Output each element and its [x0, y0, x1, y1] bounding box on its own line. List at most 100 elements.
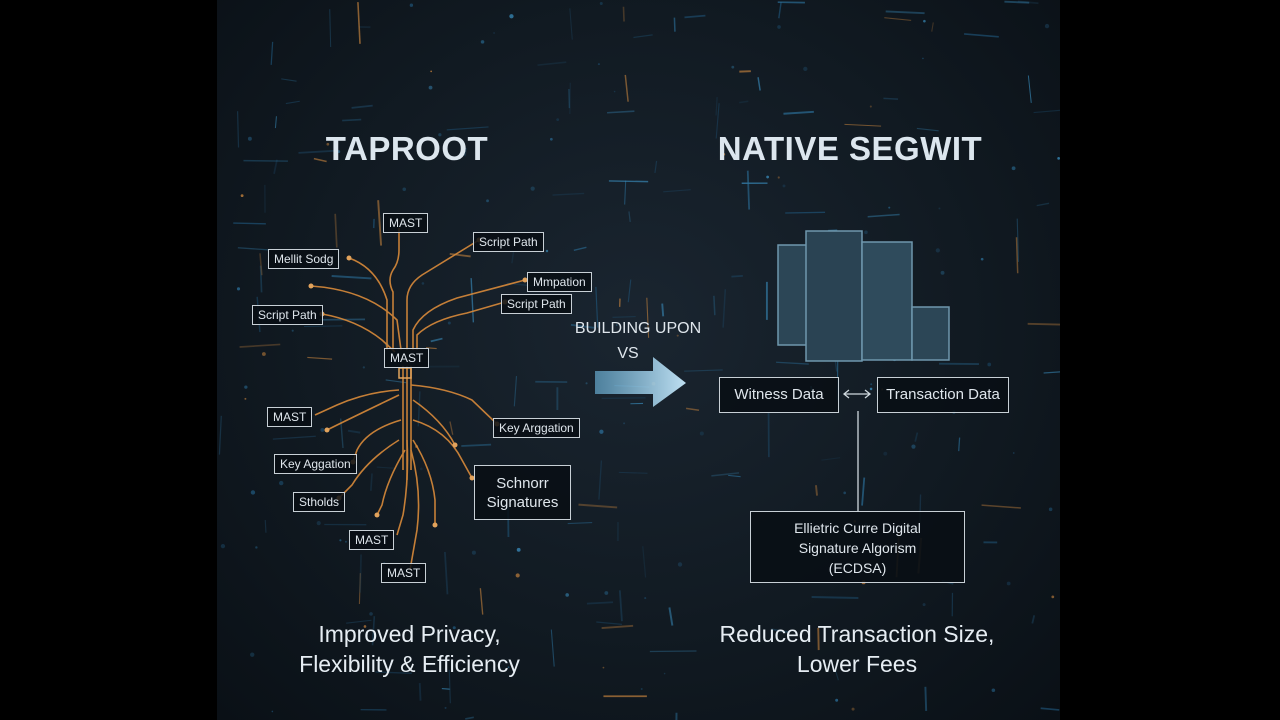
circuit-trace — [237, 247, 270, 251]
circuit-trace — [722, 289, 727, 328]
circuit-node — [402, 187, 407, 192]
circuit-node — [447, 321, 451, 325]
label-mast-low2: MAST — [381, 563, 427, 583]
circuit-trace — [304, 325, 343, 327]
circuit-node — [987, 362, 992, 367]
circuit-node — [493, 32, 495, 34]
circuit-node — [676, 334, 679, 337]
circuit-node — [344, 540, 347, 543]
vs-text: VS — [617, 345, 639, 362]
circuit-node — [585, 382, 588, 385]
circuit-trace — [612, 315, 636, 319]
taproot-caption-line1: Improved Privacy, — [318, 621, 501, 647]
circuit-trace — [513, 376, 518, 407]
segwit-caption-line1: Reduced Transaction Size, — [719, 621, 995, 647]
circuit-node — [320, 427, 325, 432]
circuit-node — [428, 85, 433, 90]
circuit-trace — [449, 421, 454, 435]
circuit-trace — [981, 504, 1021, 509]
circuit-node — [777, 176, 780, 179]
schnorr-line2: Signatures — [486, 494, 559, 511]
circuit-trace — [861, 477, 866, 506]
circuit-trace — [446, 126, 489, 131]
circuit-node — [261, 352, 266, 356]
circuit-trace — [628, 211, 631, 223]
label-stholds: Stholds — [293, 492, 346, 512]
circuit-trace — [259, 253, 263, 276]
schnorr-signatures-box: Schnorr Signatures — [474, 465, 571, 520]
circuit-trace — [342, 118, 362, 122]
circuit-trace — [270, 41, 274, 65]
circuit-trace — [924, 686, 928, 711]
circuit-trace — [916, 127, 939, 132]
circuit-trace — [417, 391, 421, 427]
segwit-caption-line2: Lower Fees — [796, 651, 918, 677]
circuit-node — [888, 206, 891, 209]
circuit-node — [452, 626, 456, 630]
label-mast-top: MAST — [383, 213, 429, 233]
circuit-node — [1057, 157, 1060, 160]
circuit-node — [1044, 23, 1050, 29]
circuit-trace — [622, 6, 625, 22]
circuit-trace — [608, 180, 649, 183]
label-key-aggregation-left: Key Aggation — [274, 454, 357, 474]
circuit-trace — [711, 472, 740, 477]
circuit-node — [980, 257, 984, 261]
circuit-node — [255, 546, 258, 549]
circuit-trace — [885, 10, 925, 15]
circuit-trace — [444, 551, 449, 595]
ecdsa-box: Ellietric Curre Digital Signature Algori… — [750, 511, 965, 583]
circuit-trace — [618, 590, 623, 622]
circuit-node — [271, 710, 274, 713]
circuit-trace — [746, 170, 751, 210]
circuit-trace — [821, 457, 841, 461]
circuit-trace — [359, 554, 362, 593]
circuit-trace — [313, 157, 327, 163]
circuit-trace — [470, 278, 475, 323]
circuit-node — [782, 184, 786, 188]
circuit-trace — [731, 275, 743, 278]
circuit-node — [486, 199, 489, 203]
circuit-trace — [931, 22, 934, 32]
circuit-node — [935, 248, 940, 253]
circuit-node — [530, 186, 535, 191]
circuit-trace — [569, 8, 573, 40]
circuit-trace — [1031, 615, 1036, 624]
circuit-trace — [273, 159, 278, 174]
circuit-trace — [358, 573, 361, 605]
circuit-trace — [430, 337, 443, 343]
circuit-trace — [1027, 75, 1032, 103]
circuit-node — [565, 593, 569, 597]
circuit-node — [244, 397, 247, 400]
circuit-trace — [596, 621, 622, 625]
circuit-node — [409, 3, 414, 7]
circuit-trace — [601, 624, 634, 630]
infographic-canvas: TAPROOT NATIVE SEGWIT MAST Script Path M… — [217, 0, 1060, 720]
circuit-trace — [1036, 202, 1050, 207]
circuit-trace — [673, 17, 676, 32]
circuit-trace — [776, 361, 809, 365]
circuit-trace — [715, 103, 720, 139]
circuit-trace — [329, 9, 332, 48]
label-mast-low1: MAST — [349, 530, 395, 550]
circuit-node — [471, 550, 476, 555]
circuit-trace — [728, 474, 741, 478]
circuit-trace — [1040, 707, 1060, 711]
circuit-trace — [624, 180, 627, 205]
circuit-node — [250, 652, 255, 657]
circuit-node — [509, 14, 514, 19]
circuit-trace — [624, 74, 629, 102]
circuit-node — [911, 444, 916, 449]
circuit-node — [545, 249, 549, 253]
circuit-node — [515, 573, 520, 578]
circuit-trace — [684, 14, 706, 19]
label-script-path-3: Script Path — [252, 305, 323, 325]
circuit-trace — [347, 429, 361, 434]
taproot-caption-line2: Flexibility & Efficiency — [299, 651, 520, 677]
circuit-node — [613, 90, 616, 93]
circuit-node — [430, 70, 433, 73]
circuit-trace — [418, 683, 422, 701]
circuit-trace — [377, 200, 383, 246]
circuit-trace — [654, 160, 658, 174]
circuit-trace — [713, 295, 716, 316]
